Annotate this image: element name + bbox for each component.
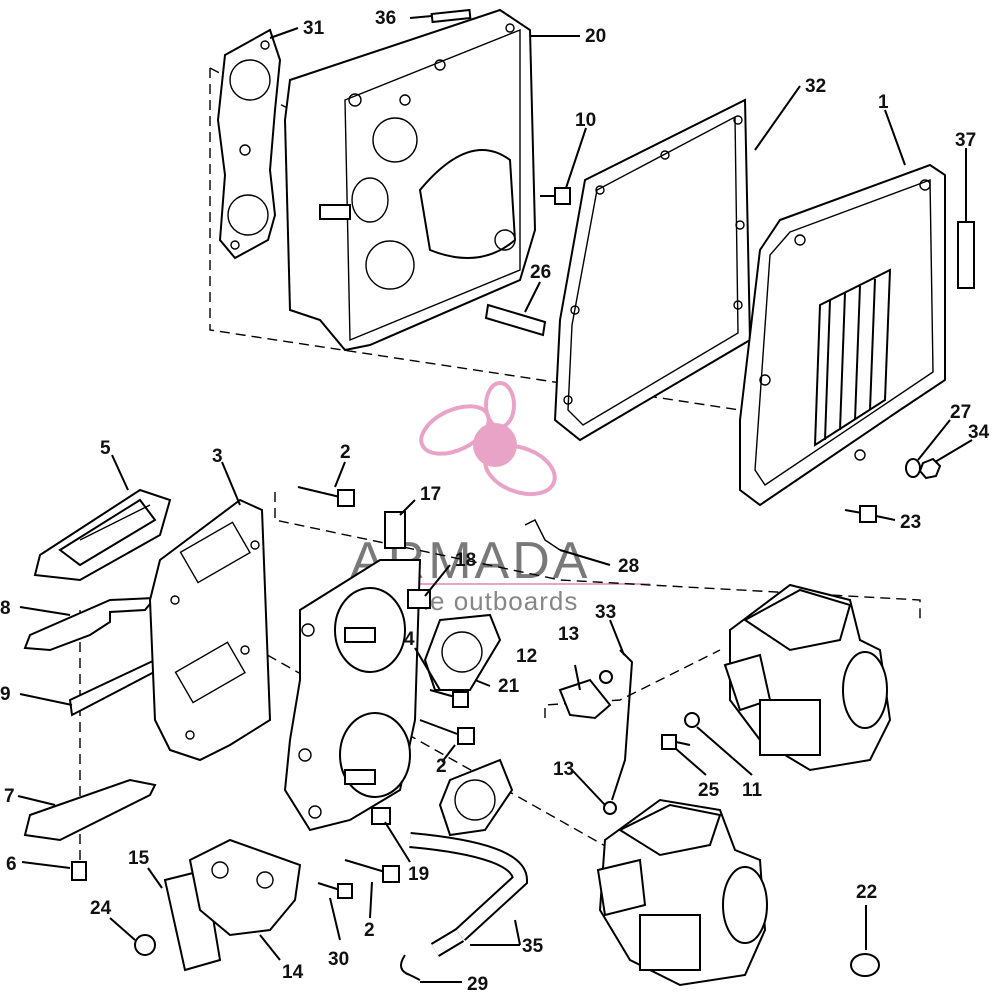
cap-13-upper <box>599 670 613 684</box>
callout-28: 28 <box>618 556 639 577</box>
callout-10: 10 <box>575 110 596 131</box>
callout-32: 32 <box>805 76 826 97</box>
bolt-10 <box>540 187 571 205</box>
gasket-3 <box>148 498 272 762</box>
decal-37 <box>957 221 975 289</box>
callout-6: 6 <box>6 854 17 875</box>
callout-5: 5 <box>100 438 111 459</box>
fitting-19 <box>371 807 391 825</box>
plate-12 <box>558 678 612 720</box>
gasket-32 <box>553 98 752 442</box>
callout-24: 24 <box>90 898 112 919</box>
callout-31: 31 <box>303 18 325 39</box>
callout-27: 27 <box>950 402 971 423</box>
carburetor-lower <box>596 798 768 987</box>
callout-34: 34 <box>968 422 990 443</box>
callout-2-top: 2 <box>340 442 351 463</box>
bolt-23 <box>844 505 877 523</box>
link-rod-33 <box>611 649 634 801</box>
gasket-21 <box>423 613 514 837</box>
callout-7: 7 <box>4 786 15 807</box>
cap-22 <box>850 953 880 977</box>
callout-26: 26 <box>530 262 551 283</box>
callout-2-middle: 2 <box>436 756 447 777</box>
bolt-2-middle <box>419 719 475 745</box>
plate-7 <box>23 778 157 842</box>
callout-3: 3 <box>212 446 223 467</box>
callout-labels: 31 36 20 32 1 10 37 26 27 34 23 5 3 2 17… <box>0 8 990 993</box>
reed-stop-9 <box>68 658 160 717</box>
intake-cover-20 <box>283 8 537 352</box>
callout-9: 9 <box>0 684 11 705</box>
callout-20: 20 <box>585 26 606 47</box>
callout-36: 36 <box>375 8 396 29</box>
propeller-logo-icon <box>419 381 557 497</box>
callout-2-bottom: 2 <box>364 920 375 941</box>
decal-36 <box>430 8 472 24</box>
washer-27 <box>905 458 921 478</box>
callout-11: 11 <box>742 780 763 801</box>
nut-34 <box>918 457 942 480</box>
callout-30: 30 <box>328 949 349 970</box>
callout-35: 35 <box>522 936 544 957</box>
clip-29 <box>400 954 421 981</box>
callout-23: 23 <box>900 512 921 533</box>
fitting-17 <box>384 511 406 549</box>
callout-8: 8 <box>0 598 11 619</box>
callout-22: 22 <box>856 882 877 903</box>
callout-13-upper: 13 <box>558 624 579 645</box>
intake-manifold <box>283 559 422 832</box>
stud-26 <box>484 303 547 337</box>
screw-24 <box>134 934 156 956</box>
screw-6 <box>71 861 87 881</box>
callout-18: 18 <box>455 550 476 571</box>
bracket-14 <box>188 838 302 937</box>
washer-11 <box>684 712 700 728</box>
reed-plate-5 <box>33 488 172 582</box>
callout-21: 21 <box>498 676 520 697</box>
carburetor-upper <box>723 583 892 772</box>
callout-33: 33 <box>595 602 616 623</box>
callout-29: 29 <box>467 974 488 993</box>
bolt-30 <box>317 882 353 899</box>
callout-19: 19 <box>408 864 429 885</box>
callout-13-lower: 13 <box>553 759 574 780</box>
callout-37: 37 <box>955 130 976 151</box>
callout-14: 14 <box>282 962 304 983</box>
callout-1: 1 <box>878 92 889 113</box>
fitting-18 <box>407 589 431 609</box>
cap-13-lower <box>603 801 617 815</box>
screw-25 <box>661 734 691 750</box>
callout-17: 17 <box>420 484 441 505</box>
reed-petals-8 <box>23 596 158 652</box>
callout-4: 4 <box>404 629 415 650</box>
callout-25: 25 <box>698 780 720 801</box>
callout-15: 15 <box>128 848 150 869</box>
bolt-2-upper <box>297 486 355 507</box>
bolt-4 <box>429 689 469 708</box>
leader-lines <box>17 15 973 983</box>
wire-28 <box>524 519 561 551</box>
gasket-31 <box>216 28 282 260</box>
silencer-cover-1 <box>739 163 946 507</box>
callout-12: 12 <box>516 646 537 667</box>
bolt-2-lower <box>344 859 400 883</box>
